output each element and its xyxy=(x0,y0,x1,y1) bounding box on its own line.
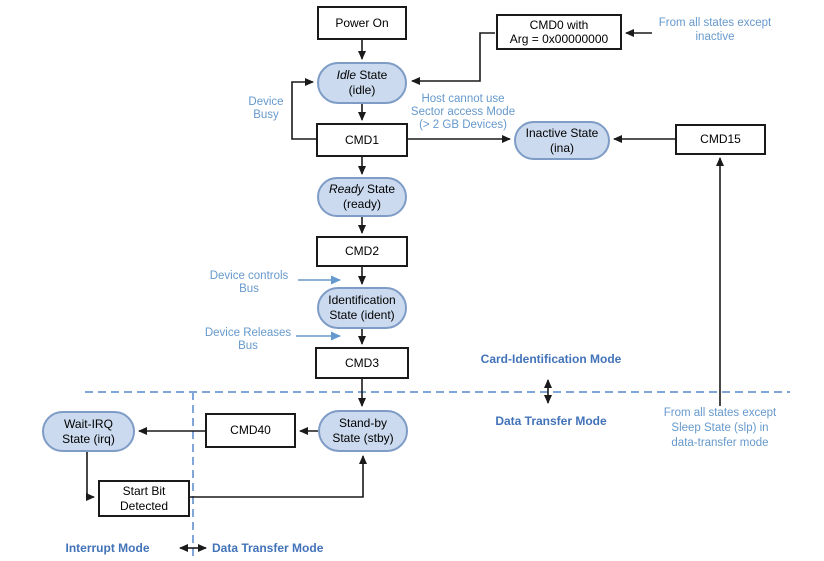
state-idle: Idle State (idle) xyxy=(317,62,407,104)
label-data-transfer-mode: Data Transfer Mode xyxy=(495,414,607,428)
label-host-cannot-line3: (> 2 GB Devices) xyxy=(419,119,507,131)
label-device-busy: Device Busy xyxy=(236,96,296,122)
label-device-releases-line2: Bus xyxy=(238,340,258,352)
state-identification-line2: State (ident) xyxy=(329,308,395,322)
state-inactive-line1: Inactive State xyxy=(525,125,599,140)
state-identification-line1: Identification xyxy=(328,293,396,307)
label-device-controls-line2: Bus xyxy=(239,283,259,295)
node-cmd0-line1: CMD0 with xyxy=(529,18,589,32)
state-idle-name-rest: State xyxy=(356,68,388,82)
node-cmd1: CMD1 xyxy=(316,123,408,157)
node-power-on-label: Power On xyxy=(335,15,389,30)
node-power-on: Power On xyxy=(317,6,407,40)
label-from-all-states-except-sleep: From all states except Sleep State (slp)… xyxy=(637,406,803,451)
state-ready-name-italic: Ready xyxy=(328,182,364,196)
node-cmd40: CMD40 xyxy=(205,413,296,448)
label-from-all-states-except-inactive: From all states except inactive xyxy=(640,16,790,44)
label-from-sleep-line2: Sleep State (slp) in xyxy=(671,422,769,434)
label-card-identification-mode: Card-Identification Mode xyxy=(480,352,622,366)
state-wait-irq-line1: Wait-IRQ xyxy=(64,416,113,431)
label-from-inactive-line2: inactive xyxy=(695,31,735,43)
state-idle-line2: (idle) xyxy=(348,83,376,97)
label-from-inactive-line1: From all states except xyxy=(658,17,772,29)
node-start-bit-detected: Start Bit Detected xyxy=(98,480,190,517)
label-host-cannot-line1: Host cannot use xyxy=(421,93,505,105)
label-from-sleep-line1: From all states except xyxy=(663,407,777,419)
label-device-releases-line1: Device Releases xyxy=(204,327,292,339)
state-standby: Stand-by State (stby) xyxy=(318,410,408,452)
node-cmd2-label: CMD2 xyxy=(344,244,379,258)
state-ready-line2: (ready) xyxy=(342,197,381,211)
node-cmd3-label: CMD3 xyxy=(344,355,379,370)
node-cmd2: CMD2 xyxy=(316,236,408,267)
label-from-sleep-line3: data-transfer mode xyxy=(671,437,769,449)
node-cmd15: CMD15 xyxy=(675,124,766,155)
node-cmd0-line2: Arg = 0x00000000 xyxy=(509,32,609,46)
state-standby-line1: Stand-by xyxy=(338,416,388,430)
arrow-waitirq-to-startbit xyxy=(86,452,95,501)
state-wait-irq-line2: State (irq) xyxy=(62,431,115,446)
state-inactive: Inactive State (ina) xyxy=(514,121,610,160)
label-device-controls-line1: Device controls xyxy=(209,270,289,282)
label-host-cannot-line2: Sector access Mode xyxy=(410,106,516,118)
arrow-cmd0-to-idle xyxy=(411,32,495,85)
node-cmd15-label: CMD15 xyxy=(700,132,741,146)
label-device-controls-bus: Device controls Bus xyxy=(193,270,305,296)
arrow-cmd1-loop-to-idle xyxy=(291,78,316,140)
state-ready-name-rest: State xyxy=(363,182,396,196)
state-idle-name-italic: Idle xyxy=(336,68,356,82)
label-data-transfer-mode-bottom: Data Transfer Mode xyxy=(212,541,324,555)
state-inactive-line2: (ina) xyxy=(549,140,574,155)
node-start-bit-line2: Detected xyxy=(119,498,169,513)
arrow-startbit-to-standby xyxy=(190,455,367,498)
node-cmd0: CMD0 with Arg = 0x00000000 xyxy=(496,14,622,50)
node-cmd1-label: CMD1 xyxy=(344,132,379,147)
state-ready: Ready State (ready) xyxy=(317,177,407,217)
label-device-busy-line2: Busy xyxy=(253,109,279,121)
label-device-busy-line1: Device xyxy=(248,96,284,108)
label-interrupt-mode: Interrupt Mode xyxy=(65,541,150,555)
label-host-cannot-use-sector-access: Host cannot use Sector access Mode (> 2 … xyxy=(406,93,520,132)
node-cmd40-label: CMD40 xyxy=(230,423,271,437)
state-identification: Identification State (ident) xyxy=(317,287,407,329)
state-wait-irq: Wait-IRQ State (irq) xyxy=(42,411,135,452)
label-device-releases-bus: Device Releases Bus xyxy=(190,327,306,353)
node-start-bit-line1: Start Bit xyxy=(122,483,166,498)
state-standby-line2: State (stby) xyxy=(332,431,394,445)
node-cmd3: CMD3 xyxy=(315,347,409,379)
